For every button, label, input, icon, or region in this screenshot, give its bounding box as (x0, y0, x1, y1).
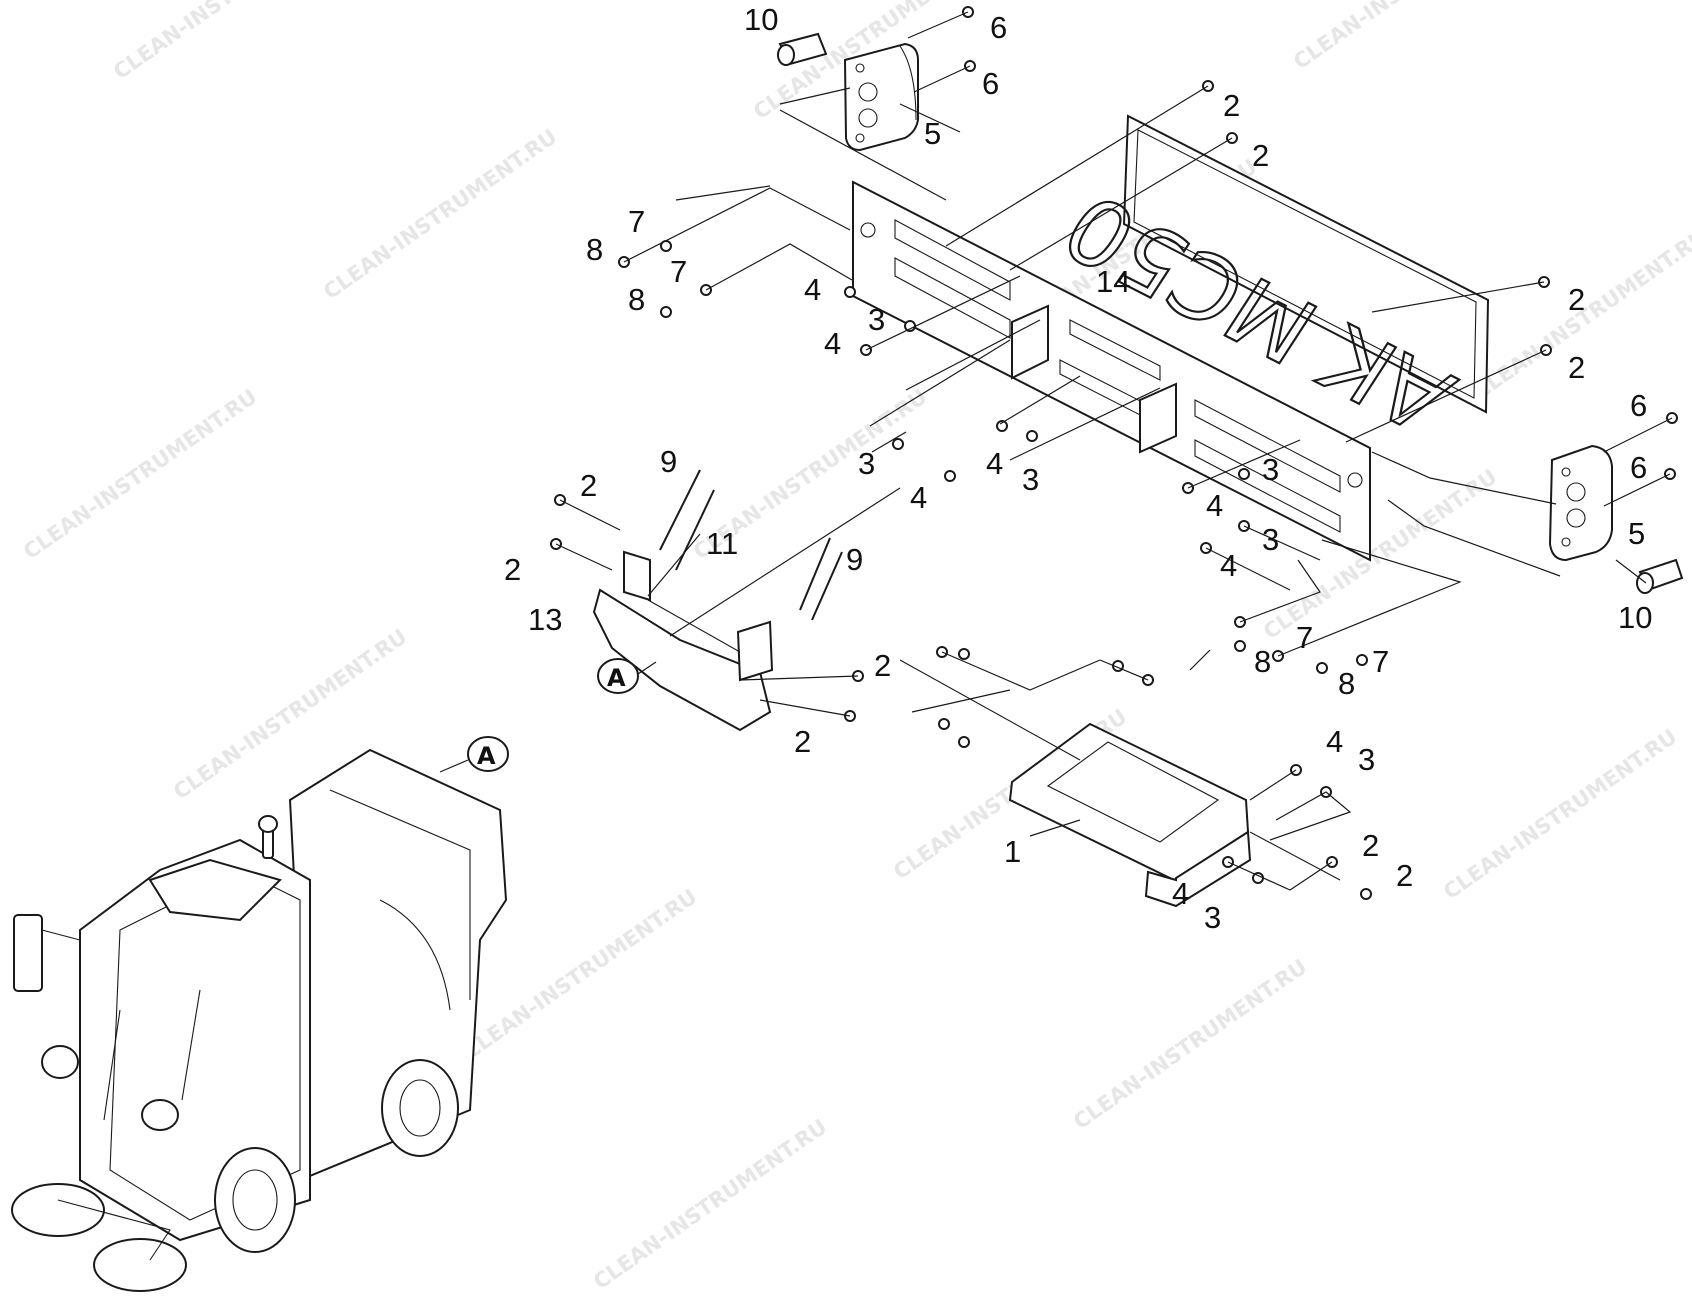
part-label-14: 14 (1096, 264, 1130, 299)
part-label-6: 6 (982, 66, 999, 101)
tail-light-right (1548, 444, 1613, 562)
view-a-marker: A (477, 742, 496, 770)
part-label-2: 2 (1223, 88, 1240, 123)
part-label-8: 8 (586, 232, 603, 267)
part-label-2: 2 (874, 648, 891, 683)
part-label-3: 3 (858, 446, 875, 481)
part-label-8: 8 (1338, 666, 1355, 701)
part-label-6: 6 (1630, 388, 1647, 423)
watermark: CLEAN-INSTRUMENT.RU (319, 124, 561, 304)
part-label-4: 4 (1172, 876, 1189, 911)
part-label-7: 7 (1296, 620, 1313, 655)
part-label-13: 13 (528, 602, 562, 637)
view-a-callout-left: A (597, 658, 639, 694)
part-label-3: 3 (1204, 900, 1221, 935)
watermark: CLEAN-INSTRUMENT.RU (1289, 0, 1531, 74)
part-label-9: 9 (660, 444, 677, 479)
leader-lines (555, 11, 1673, 891)
part-label-6: 6 (990, 10, 1007, 45)
part-label-11: 11 (706, 526, 738, 561)
part-label-4: 4 (986, 446, 1003, 481)
street-sweeper-vehicle (11, 748, 508, 1292)
part-label-10: 10 (744, 2, 778, 37)
part-label-4: 4 (1206, 488, 1223, 523)
watermark: CLEAN-INSTRUMENT.RU (109, 0, 351, 84)
part-labels: 10 6 6 5 2 2 7 8 7 8 4 14 3 4 2 2 6 6 5 … (504, 2, 1652, 935)
tail-light-upper (843, 42, 919, 152)
part-label-4: 4 (804, 272, 821, 307)
base-frame (899, 659, 1341, 908)
part-label-4: 4 (1326, 724, 1343, 759)
part-label-3: 3 (868, 302, 885, 337)
part-label-6: 6 (1630, 450, 1647, 485)
part-label-2: 2 (1396, 858, 1413, 893)
part-label-2: 2 (1362, 828, 1379, 863)
part-label-10: 10 (1618, 600, 1652, 635)
watermark: CLEAN-INSTRUMENT.RU (1439, 724, 1681, 904)
part-label-2: 2 (1568, 350, 1585, 385)
licence-plate: AK MC50 (1044, 114, 1490, 453)
view-a-callout-vehicle: A (439, 736, 509, 773)
watermark: CLEAN-INSTRUMENT.RU (589, 1114, 831, 1294)
part-label-3: 3 (1358, 742, 1375, 777)
bulb-holder-right (1636, 558, 1684, 594)
part-label-2: 2 (504, 552, 521, 587)
part-label-2: 2 (580, 468, 597, 503)
part-label-7: 7 (670, 254, 687, 289)
part-label-7: 7 (1372, 644, 1389, 679)
part-label-4: 4 (910, 480, 927, 515)
part-label-2: 2 (1568, 282, 1585, 317)
part-label-1: 1 (1004, 834, 1021, 869)
part-label-9: 9 (846, 542, 863, 577)
watermark: CLEAN-INSTRUMENT.RU (1069, 954, 1311, 1134)
view-a-marker: A (607, 664, 626, 692)
part-label-8: 8 (1254, 644, 1271, 679)
part-label-4: 4 (824, 326, 841, 361)
part-label-2: 2 (1252, 138, 1269, 173)
part-label-7: 7 (628, 204, 645, 239)
part-label-2: 2 (794, 724, 811, 759)
part-label-4: 4 (1220, 548, 1237, 583)
part-label-5: 5 (1628, 516, 1645, 551)
part-label-5: 5 (924, 116, 941, 151)
bulb-holder-upper (777, 32, 828, 66)
lower-bracket (592, 550, 774, 732)
part-label-8: 8 (628, 282, 645, 317)
part-label-3: 3 (1262, 452, 1279, 487)
part-label-3: 3 (1022, 462, 1039, 497)
watermark: CLEAN-INSTRUMENT.RU (19, 384, 261, 564)
part-label-3: 3 (1262, 522, 1279, 557)
